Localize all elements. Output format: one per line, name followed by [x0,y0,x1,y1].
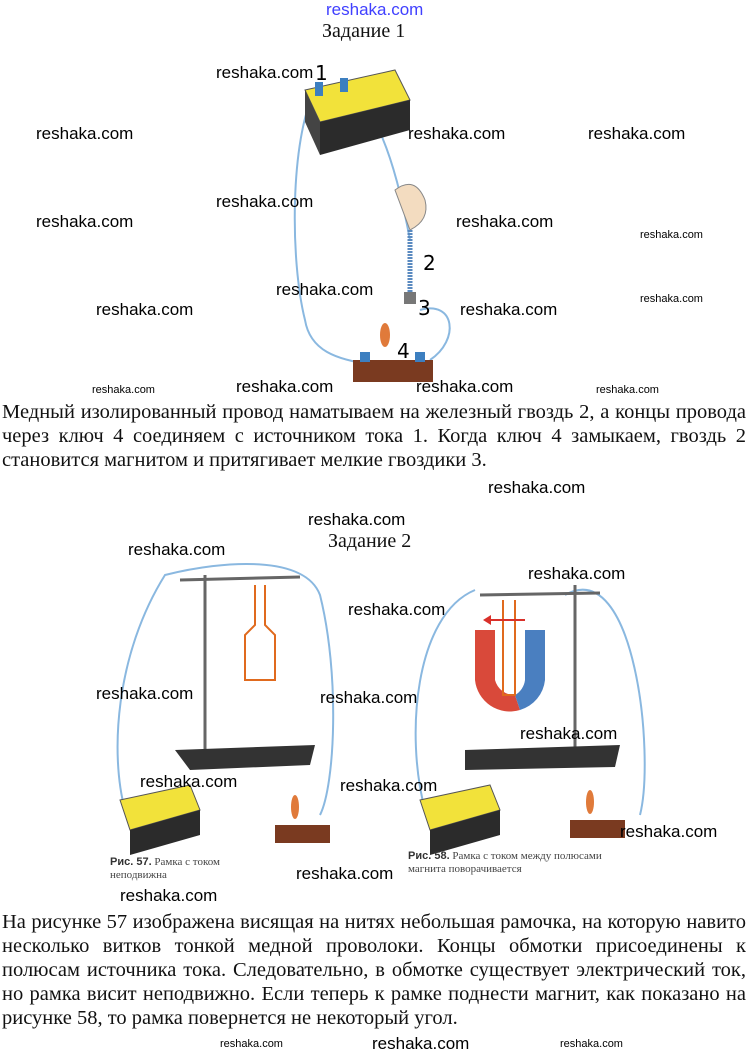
figure-electromagnet: 1 2 3 4 [293,61,451,382]
watermark: reshaka.com [456,212,554,231]
figure-57 [116,562,335,855]
task1-text: Медный изолированный провод наматываем н… [2,401,746,471]
watermark: reshaka.com [372,1034,470,1053]
watermark: reshaka.com [92,384,155,396]
watermark: reshaka.com [416,377,514,396]
watermark: reshaka.com [320,688,418,707]
task2-title: Задание 2 [328,530,412,552]
fig58-number: Рис. 58. [408,850,450,862]
watermark: reshaka.com [96,684,194,703]
watermark: reshaka.com [640,229,703,241]
fig57-caption: Рис. 57. Рамка с током неподвижна [110,856,260,882]
watermark: reshaka.com [216,192,314,211]
task2-text: На рисунке 57 изображена висящая на нитя… [2,911,746,1029]
watermark: reshaka.com [560,1038,623,1050]
watermark: reshaka.com [236,377,334,396]
watermark: reshaka.com [588,124,686,143]
label-2: 2 [423,251,436,275]
watermark: reshaka.com [128,540,226,559]
watermark: reshaka.com [460,300,558,319]
watermark: reshaka.com [296,864,394,883]
fig58-caption: Рис. 58. Рамка с током между полюсами ма… [408,850,608,876]
fig57-caption-text: Рамка с током неподвижна [110,856,220,881]
watermark: reshaka.com [216,63,314,82]
watermark: reshaka.com [36,124,134,143]
watermark: reshaka.com [488,478,586,497]
watermark: reshaka.com [220,1038,283,1050]
watermark: reshaka.com [36,212,134,231]
label-3: 3 [418,296,431,320]
watermark: reshaka.com [120,886,218,905]
watermark: reshaka.com [348,600,446,619]
fig57-number: Рис. 57. [110,856,152,868]
label-4: 4 [397,339,410,363]
watermark: reshaka.com [340,776,438,795]
watermark: reshaka.com [596,384,659,396]
watermark: reshaka.com [96,300,194,319]
watermark: reshaka.com [528,564,626,583]
watermark: reshaka.com [520,724,618,743]
watermark: reshaka.com [640,293,703,305]
label-1: 1 [315,61,328,85]
watermark: reshaka.com [620,822,718,841]
task1-title: Задание 1 [322,20,406,42]
figure-58 [414,585,646,855]
watermark: reshaka.com [276,280,374,299]
watermark: reshaka.com [140,772,238,791]
watermark: reshaka.com [408,124,506,143]
site-link[interactable]: reshaka.com [326,0,424,19]
watermark: reshaka.com [308,510,406,529]
fig58-caption-text: Рамка с током между полюсами магнита пов… [408,850,602,875]
